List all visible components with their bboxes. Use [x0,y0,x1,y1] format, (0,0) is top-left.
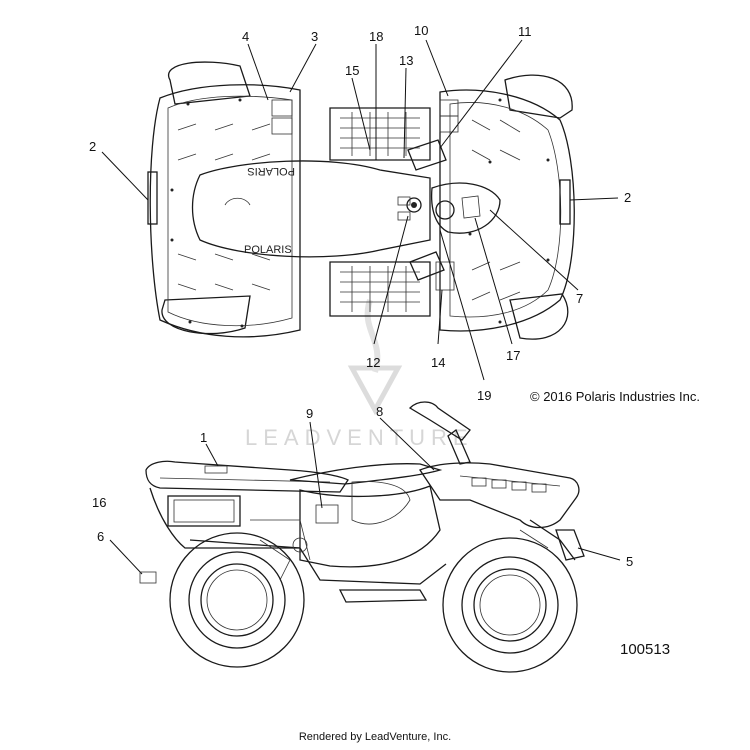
callout-17: 17 [506,348,520,363]
leadventure-watermark: LEADVENTURE [245,299,474,450]
callout-15: 15 [345,63,359,78]
atv-side-view [145,401,585,673]
callout-8: 8 [376,404,383,419]
callout-labels: 4 3 18 15 13 10 11 2 2 7 12 14 17 19 1 9… [89,23,633,569]
callout-14: 14 [431,355,445,370]
callout-9: 9 [306,406,313,421]
callout-7: 7 [576,291,583,306]
callout-16: 16 [92,495,106,510]
callout-6: 6 [97,529,104,544]
callout-12: 12 [366,355,380,370]
callout-13: 13 [399,53,413,68]
callout-18: 18 [369,29,383,44]
render-credit: Rendered by LeadVenture, Inc. [298,731,452,743]
callout-1: 1 [200,430,207,445]
polaris-logo-top: POLARIS [247,165,295,177]
leader-lines [101,39,621,584]
callout-4: 4 [242,29,249,44]
callout-2-right: 2 [624,190,631,205]
callout-5: 5 [626,554,633,569]
callout-10: 10 [414,23,428,38]
polaris-logo-bottom: POLARIS [244,244,292,256]
figure-number: 100513 [620,641,671,658]
callout-2-left: 2 [89,139,96,154]
copyright-notice: © 2016 Polaris Industries Inc. [530,389,700,404]
svg-text:LEADVENTURE: LEADVENTURE [245,425,474,450]
callout-19: 19 [477,388,491,403]
atv-top-view: POLARIS POLARIS [147,61,575,340]
callout-3: 3 [311,29,318,44]
callout-11: 11 [518,24,532,39]
